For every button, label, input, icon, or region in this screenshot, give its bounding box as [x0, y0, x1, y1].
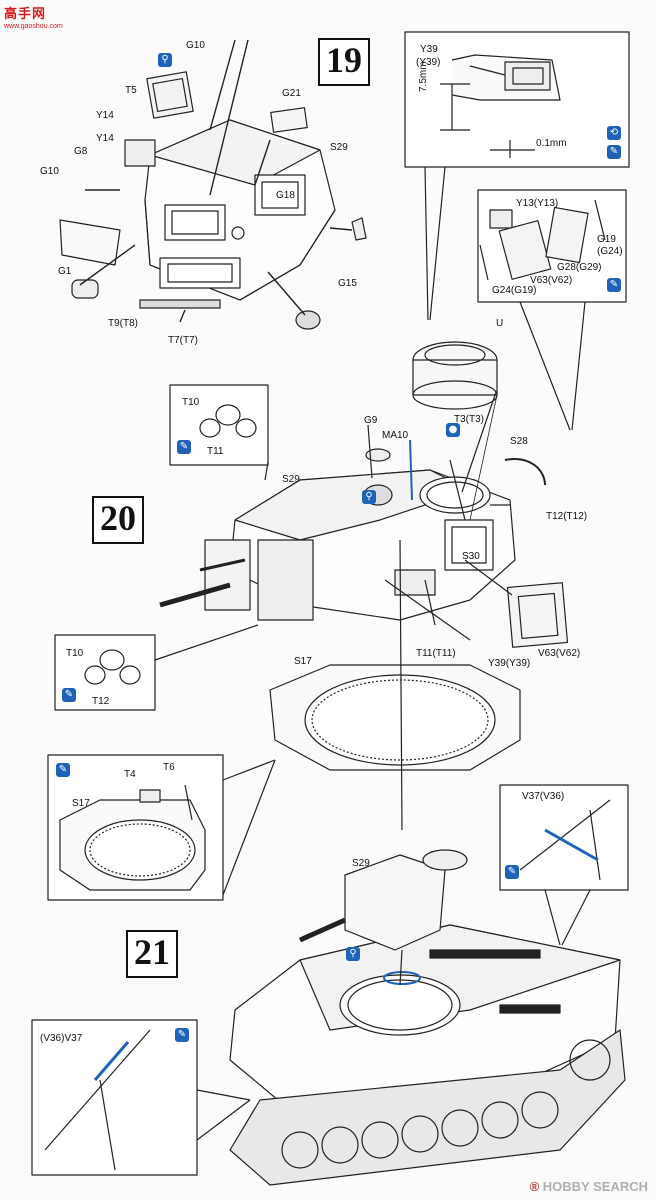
- part-label: T5: [125, 85, 137, 96]
- part-label: G21: [282, 88, 301, 99]
- part-label: (V36)V37: [40, 1033, 83, 1044]
- brand-name: HOBBY SEARCH: [542, 1179, 648, 1194]
- part-label: T11: [207, 446, 224, 457]
- site-name-cn: 高手网: [4, 7, 47, 22]
- part-label: G15: [338, 278, 357, 289]
- detail-callout-21b: [499, 784, 629, 946]
- part-label: G10: [40, 166, 59, 177]
- brand-mark: ®: [529, 1179, 540, 1194]
- tank-drawing: [229, 849, 626, 1186]
- step-number-21: 21: [126, 930, 178, 978]
- paint-icon: ✎: [607, 278, 621, 292]
- paint-icon: ✎: [505, 865, 519, 879]
- part-label: Y39(Y39): [488, 658, 531, 669]
- part-label: G24(G19): [492, 285, 537, 296]
- part-label: V63(V62): [530, 275, 573, 286]
- part-label: T7(T7): [168, 335, 198, 346]
- part-label: T10: [182, 397, 200, 408]
- glue-icon: ●: [446, 423, 460, 437]
- part-label: U: [496, 318, 504, 329]
- part-label: S30: [462, 551, 480, 562]
- turret-shell-drawing: [59, 71, 367, 330]
- cement-icon: ⚲: [362, 490, 376, 504]
- part-label: G9: [364, 415, 378, 426]
- dimension-label: 0.1mm: [536, 138, 567, 149]
- part-label: G10: [186, 40, 205, 51]
- part-label: G19: [597, 234, 616, 245]
- part-label: S17: [294, 656, 312, 667]
- part-label: S28: [510, 436, 528, 447]
- paint-icon: ✎: [62, 688, 76, 702]
- detail-callout-20b: [54, 624, 259, 711]
- part-label: G8: [74, 146, 88, 157]
- part-label: T10: [66, 648, 84, 659]
- part-label: Y14: [96, 133, 114, 144]
- site-url: www.gaoshou.com: [4, 23, 63, 30]
- detail-callout-19b: [477, 189, 627, 431]
- part-label: T4: [124, 769, 136, 780]
- paint-icon: ✎: [175, 1028, 189, 1042]
- s17-ring-drawing: [269, 539, 521, 831]
- part-label: G28(G29): [557, 262, 602, 273]
- detail-callout-19a: [404, 31, 630, 321]
- cement-icon: ⚲: [158, 53, 172, 67]
- part-label: Y13(Y13): [516, 198, 559, 209]
- dimension-label: 7.5mm: [418, 61, 429, 92]
- part-label: T11(T11): [416, 648, 456, 659]
- part-label: T6: [163, 762, 175, 773]
- step-number-19: 19: [318, 38, 370, 86]
- part-label: Y39: [420, 44, 438, 55]
- part-label: T12: [92, 696, 110, 707]
- part-label: MA10: [382, 430, 409, 441]
- part-label: Y14: [96, 110, 114, 121]
- part-label: S29: [282, 474, 300, 485]
- detail-callout-21c: [31, 1019, 251, 1176]
- part-label: S29: [352, 858, 370, 869]
- part-label: G1: [58, 266, 72, 277]
- part-label: S17: [72, 798, 90, 809]
- cement-icon: ⚲: [346, 947, 360, 961]
- rotate-icon: ⟲: [607, 126, 621, 140]
- part-label: (G24): [597, 246, 623, 257]
- part-label: S29: [330, 142, 348, 153]
- part-label: T3(T3): [454, 414, 484, 425]
- part-label: V63(V62): [538, 648, 581, 659]
- part-label: V37(V36): [522, 791, 565, 802]
- paint-icon: ✎: [607, 145, 621, 159]
- part-label: G18: [276, 190, 295, 201]
- detail-callout-21a: [47, 754, 276, 901]
- step-number-20: 20: [92, 496, 144, 544]
- part-label: T9(T8): [108, 318, 138, 329]
- step20-turret-drawing: [159, 341, 569, 648]
- site-watermark: 高手网 www.gaoshou.com: [4, 3, 63, 30]
- hobby-search-watermark: ® HOBBY SEARCH: [530, 1179, 648, 1194]
- paint-icon: ✎: [56, 763, 70, 777]
- part-label: T12(T12): [546, 511, 588, 522]
- paint-icon: ✎: [177, 440, 191, 454]
- step19-arrows: [79, 39, 353, 323]
- part-label: (Y39): [416, 57, 441, 68]
